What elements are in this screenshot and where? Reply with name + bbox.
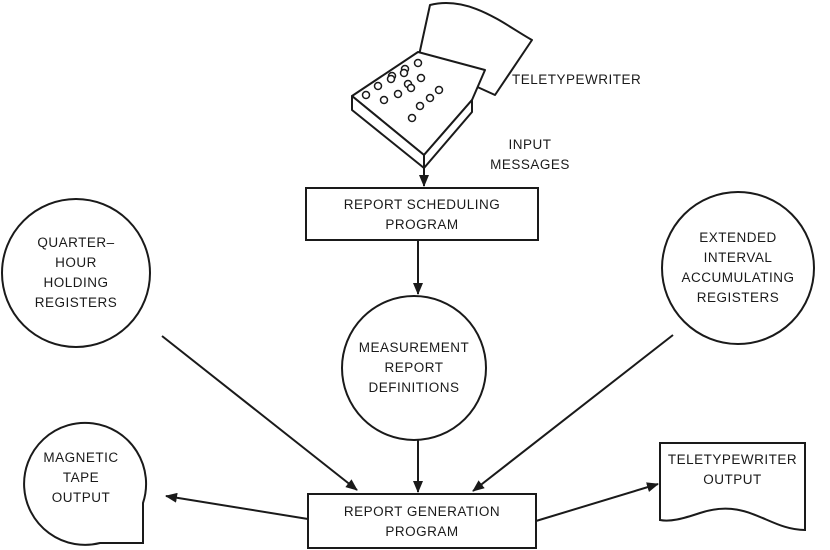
magnetic-tape-line-2: TAPE: [62, 470, 100, 485]
quarter-hour-line-2: HOUR: [55, 255, 97, 270]
arrow-generation-to-teletype-output: [535, 482, 659, 522]
teletypewriter-output-line-1: TELETYPEWRITER: [667, 452, 798, 467]
arrow-generation-to-tape: [165, 492, 309, 520]
measurement-circle: [341, 295, 487, 441]
quarter-hour-line-1: QUARTER–: [37, 235, 115, 250]
quarter-hour-line-4: REGISTERS: [34, 295, 118, 310]
measurement-line-3: DEFINITIONS: [368, 380, 460, 395]
report-generation-box: [307, 493, 537, 549]
input-messages-line-2: MESSAGES: [490, 157, 570, 172]
input-messages-label: INPUT MESSAGES: [480, 135, 580, 175]
report-scheduling-box: [305, 187, 539, 241]
extended-interval-line-3: ACCUMULATING: [681, 270, 795, 285]
teletypewriter-output-document: [659, 442, 806, 532]
arrow-quarter-hour-to-generation: [161, 335, 358, 491]
magnetic-tape-line-3: OUTPUT: [51, 490, 111, 505]
report-scheduling-line-1: REPORT SCHEDULING: [343, 197, 501, 212]
quarter-hour-circle: [1, 198, 151, 348]
magnetic-tape-symbol: [23, 421, 148, 546]
report-generation-line-1: REPORT GENERATION: [343, 504, 501, 519]
measurement-line-1: MEASUREMENT: [358, 340, 470, 355]
teletypewriter-icon: [351, 2, 533, 169]
report-generation-line-2: PROGRAM: [385, 524, 459, 539]
quarter-hour-line-3: HOLDING: [43, 275, 109, 290]
magnetic-tape-label: MAGNETIC TAPE OUTPUT: [26, 448, 136, 508]
input-messages-line-1: INPUT: [508, 137, 552, 152]
extended-interval-line-4: REGISTERS: [696, 290, 780, 305]
magnetic-tape-line-1: MAGNETIC: [43, 450, 119, 465]
quarter-hour-label: QUARTER– HOUR HOLDING REGISTERS: [16, 233, 136, 313]
measurement-label: MEASUREMENT REPORT DEFINITIONS: [344, 338, 484, 398]
extended-interval-circle: [661, 191, 815, 345]
teletypewriter-label: TELETYPEWRITER: [512, 72, 642, 87]
teletypewriter-output-line-2: OUTPUT: [703, 472, 762, 487]
report-scheduling-line-2: PROGRAM: [385, 217, 459, 232]
measurement-line-2: REPORT: [384, 360, 444, 375]
teletypewriter-output-label: TELETYPEWRITER OUTPUT: [660, 450, 805, 490]
extended-interval-label: EXTENDED INTERVAL ACCUMULATING REGISTERS: [668, 228, 808, 308]
report-generation-label: REPORT GENERATION PROGRAM: [308, 502, 536, 542]
extended-interval-line-2: INTERVAL: [703, 250, 773, 265]
report-scheduling-label: REPORT SCHEDULING PROGRAM: [306, 195, 538, 235]
arrow-extended-to-generation: [472, 334, 674, 492]
extended-interval-line-1: EXTENDED: [699, 230, 777, 245]
